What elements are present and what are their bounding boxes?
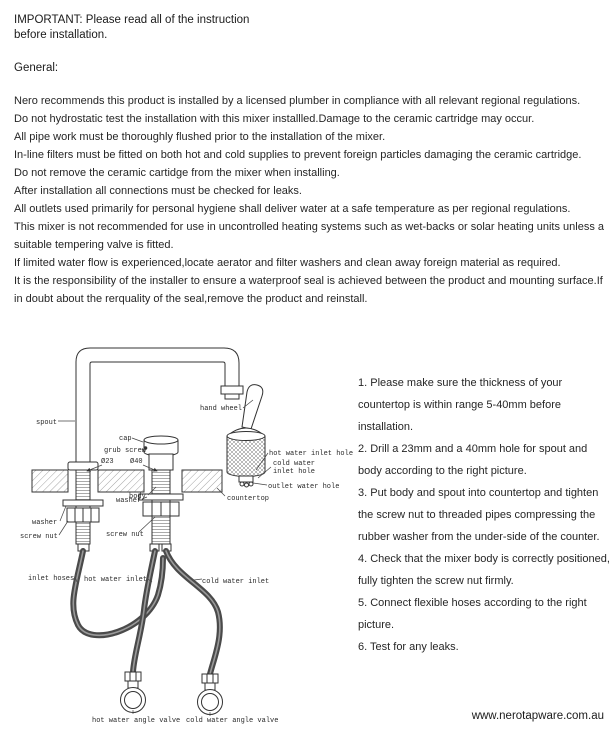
outlet-hole — [244, 482, 249, 488]
washer-lower — [62, 499, 104, 507]
grub-screw-dot — [143, 446, 148, 450]
label-cold-water-inlet-hole-2: inlet hole — [273, 468, 315, 476]
step-item: 4. Check that the mixer body is correctl… — [358, 553, 610, 587]
leader-lines — [58, 399, 272, 716]
mixer-body-part — [226, 427, 266, 488]
instruction-paragraph: Do not hydrostatic test the installation… — [14, 113, 535, 125]
label-cold-water-angle-valve: cold water angle valve — [186, 717, 278, 725]
label-washer-right: washer — [116, 497, 141, 505]
important-note: IMPORTANT: Please read all of the instru… — [14, 14, 250, 41]
installation-steps: 1. Please make sure the thickness of you… — [358, 372, 610, 658]
label-screw-nut-left: screw nut — [20, 533, 58, 541]
step-item: 3. Put body and spout into countertop an… — [358, 487, 600, 543]
instruction-paragraph: Nero recommends this product is installe… — [14, 95, 581, 107]
label-screw-nut-right: screw nut — [106, 531, 144, 539]
label-hand-wheel: hand wheel — [200, 405, 242, 413]
body-cap-drawing — [143, 435, 179, 471]
label-cold-water-inlet-hole-1: cold water — [273, 460, 315, 468]
hot-inlet-hole — [239, 481, 245, 487]
washer-upper — [138, 493, 184, 501]
step-item: 5. Connect flexible hoses according to t… — [358, 597, 587, 631]
general-label: General: — [14, 62, 59, 74]
website-url: www.nerotapware.com.au — [471, 710, 604, 722]
cold-hose — [163, 548, 223, 677]
label-inlet-hoses: inlet hoses — [28, 575, 74, 583]
installation-diagram: spout hand wheel cap grub screw Ø23 Ø40 … — [20, 347, 353, 725]
countertop-section — [31, 469, 223, 493]
label-cap: cap — [119, 435, 132, 443]
label-hot-water-inlet: hot water inlet — [84, 576, 147, 584]
instruction-paragraph: It is the responsibility of the installe… — [14, 275, 603, 305]
label-grub-screw: grub screw — [104, 447, 147, 455]
general-instructions: Nero recommends this product is installe… — [14, 92, 604, 308]
instruction-paragraph: If limited water flow is experienced,loc… — [14, 257, 561, 269]
flexible-hoses — [70, 548, 223, 677]
label-outlet-water-hole: outlet water hole — [268, 483, 339, 491]
step-item: 6. Test for any leaks. — [358, 641, 459, 653]
label-dia-23: Ø23 — [101, 457, 114, 466]
instruction-paragraph: In-line filters must be fitted on both h… — [14, 149, 582, 161]
spout-base-flange — [67, 461, 99, 471]
label-hot-water-inlet-hole: hot water inlet hole — [269, 450, 353, 458]
label-spout: spout — [36, 419, 57, 427]
step-item: 2. Drill a 23mm and a 40mm hole for spou… — [358, 443, 588, 477]
instruction-paragraph: This mixer is not recommended for use in… — [14, 221, 605, 251]
instruction-paragraph: After installation all connections must … — [14, 185, 302, 197]
label-body: body — [129, 493, 146, 501]
label-cold-water-inlet: cold water inlet — [202, 578, 269, 586]
aerator — [220, 385, 244, 395]
instruction-paragraph: All pipe work must be thoroughly flushed… — [14, 131, 386, 143]
label-countertop: countertop — [227, 495, 269, 503]
instruction-paragraph: Do not remove the ceramic cartidge from … — [14, 167, 340, 179]
label-washer-left: washer — [32, 519, 57, 527]
label-dia-40: Ø40 — [130, 457, 143, 466]
step-item: 1. Please make sure the thickness of you… — [358, 377, 563, 433]
instruction-paragraph: All outlets used primarily for personal … — [14, 203, 571, 215]
hand-wheel-drawing — [241, 384, 264, 436]
label-hot-water-angle-valve: hot water angle valve — [92, 717, 180, 725]
cold-inlet-hole — [248, 481, 254, 487]
angle-valves — [120, 671, 223, 715]
